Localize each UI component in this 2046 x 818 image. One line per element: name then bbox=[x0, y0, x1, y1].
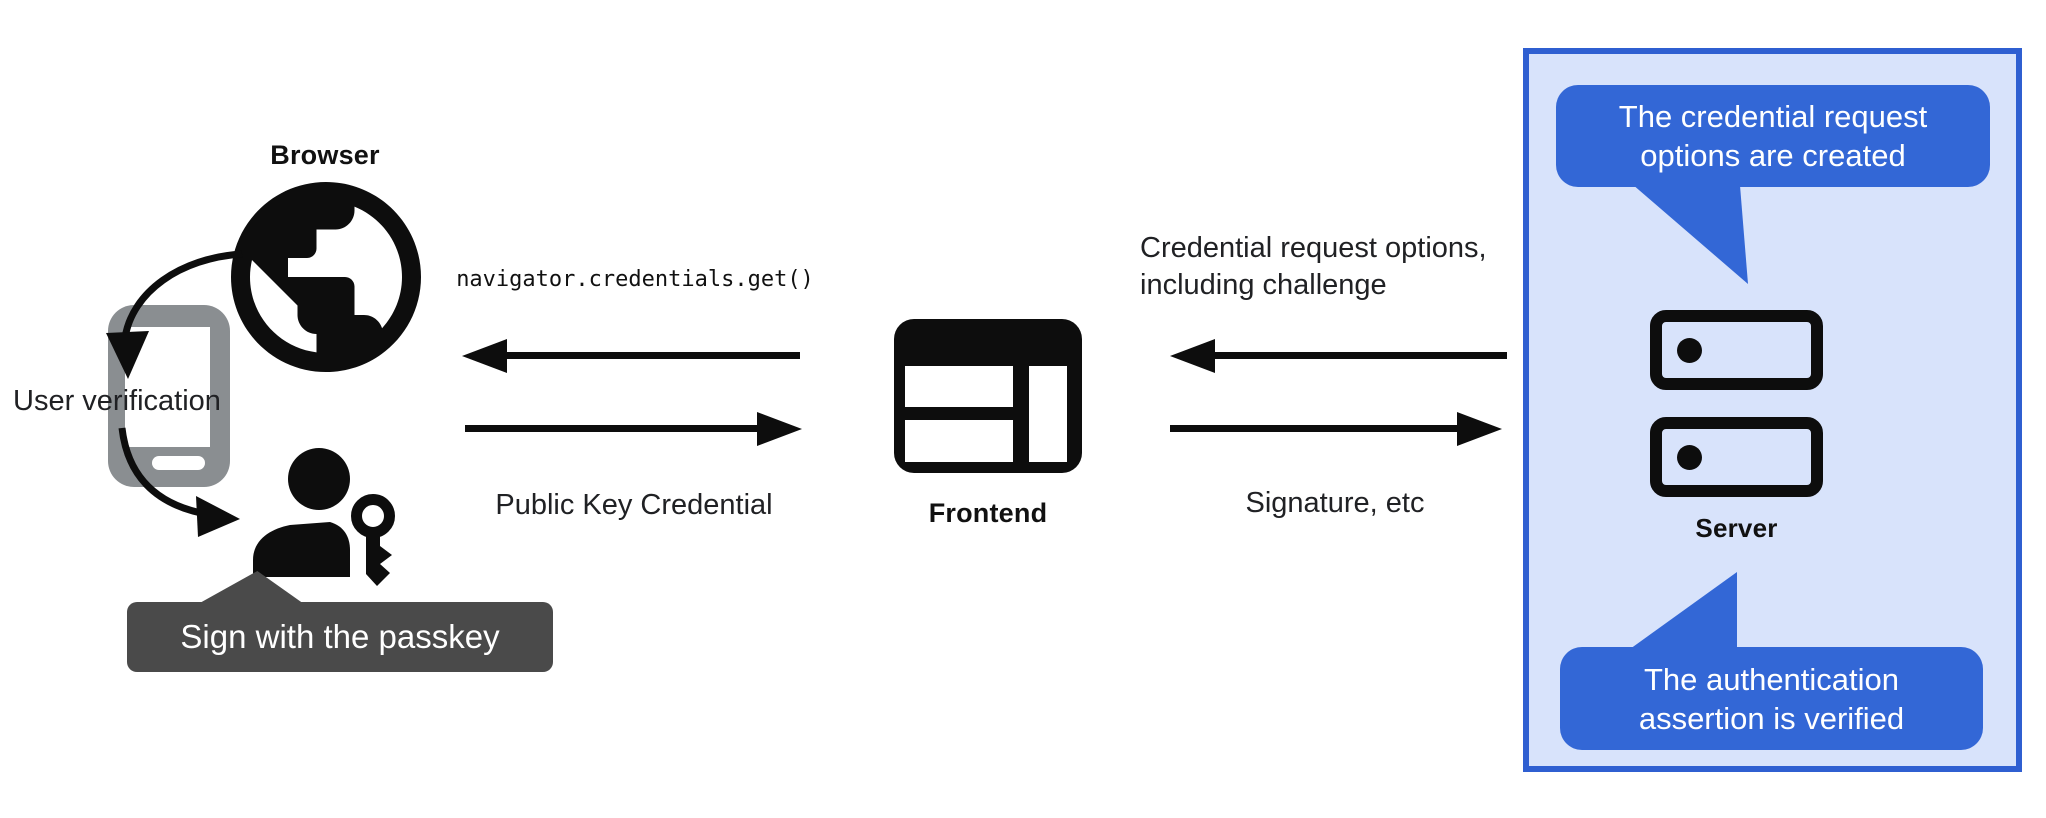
callout-line: assertion is verified bbox=[1638, 700, 1905, 736]
credential-options-callout: The credential request options are creat… bbox=[1556, 85, 1990, 187]
callout-line: options are created bbox=[1640, 138, 1906, 173]
signature-etc-label: Signature, etc bbox=[1245, 487, 1425, 519]
window-pane bbox=[905, 420, 1013, 462]
browser-window-icon bbox=[894, 319, 1082, 473]
credential-request-line2: including challenge bbox=[1140, 269, 1387, 301]
callout-line: The authentication bbox=[1643, 661, 1900, 697]
navigator-credentials-get-text: navigator.credentials.get() bbox=[456, 267, 814, 292]
browser-label: Browser bbox=[270, 140, 380, 170]
globe-icon bbox=[231, 182, 421, 372]
frontend-label: Frontend bbox=[928, 498, 1048, 528]
sign-with-passkey-text: Sign with the passkey bbox=[180, 618, 500, 655]
server-unit bbox=[1650, 417, 1823, 497]
window-pane bbox=[1029, 366, 1067, 462]
server-led-dot bbox=[1677, 445, 1702, 470]
key-icon bbox=[351, 494, 395, 586]
assertion-verified-callout: The authentication assertion is verified bbox=[1560, 647, 1983, 750]
window-pane bbox=[905, 366, 1013, 407]
server-label: Server bbox=[1695, 513, 1778, 543]
server-led-dot bbox=[1677, 338, 1702, 363]
public-key-credential-label: Public Key Credential bbox=[495, 489, 773, 521]
server-unit bbox=[1650, 310, 1823, 390]
sign-with-passkey-tooltip: Sign with the passkey bbox=[127, 602, 553, 672]
user-verification-label: User verification bbox=[13, 385, 221, 417]
person-icon bbox=[253, 448, 350, 577]
smartphone-home-bar bbox=[152, 456, 205, 470]
credential-request-options-label: Credential request options, including ch… bbox=[1140, 230, 1540, 304]
credential-request-line1: Credential request options, bbox=[1140, 232, 1487, 264]
callout-line: The credential request bbox=[1618, 99, 1928, 134]
